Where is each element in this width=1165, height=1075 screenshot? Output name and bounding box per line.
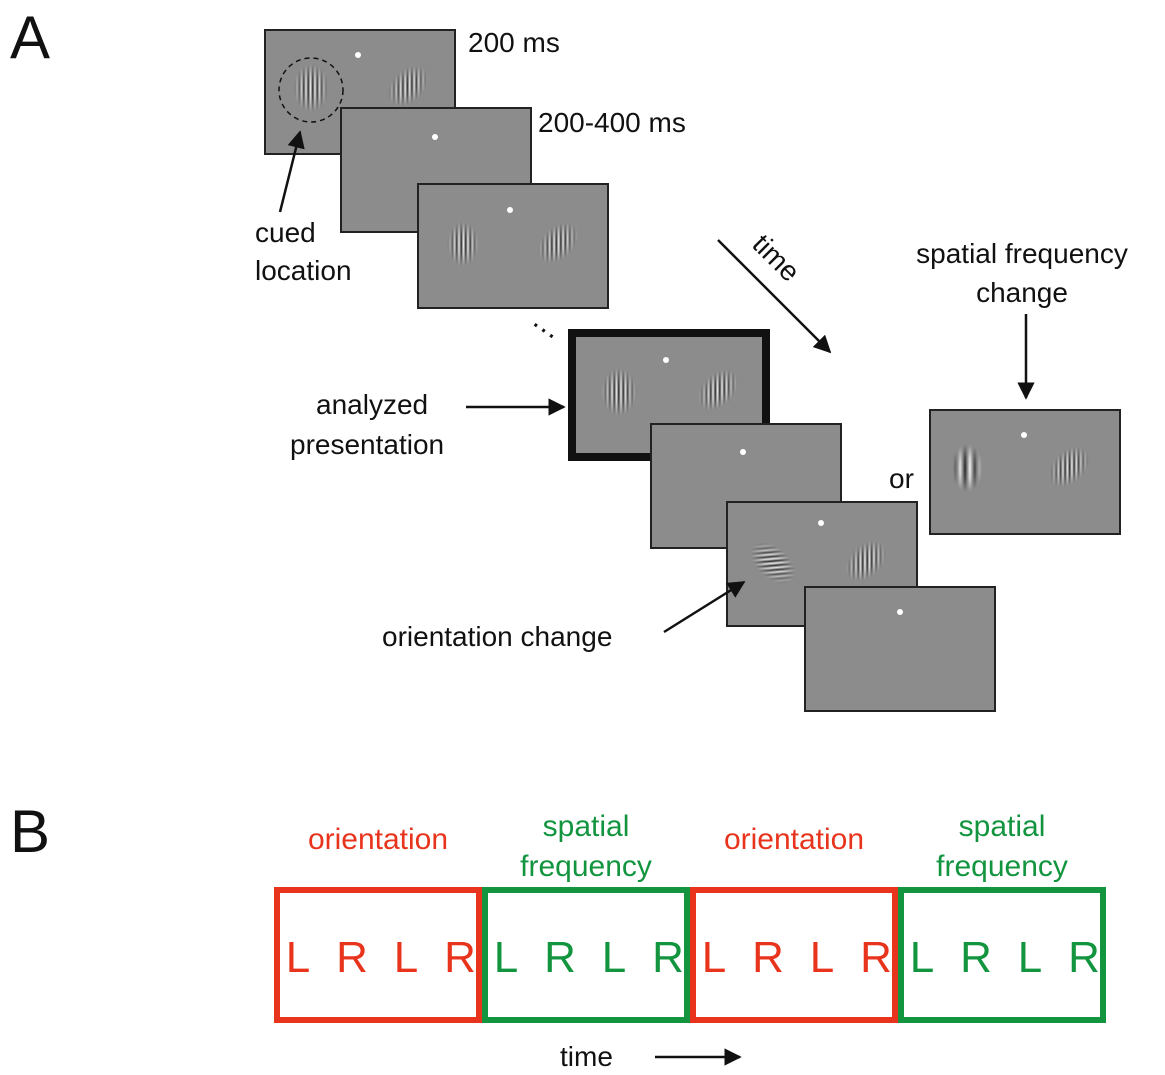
analyzed-label-line1: analyzed xyxy=(316,389,428,420)
fixation-dot xyxy=(897,609,903,615)
trial-left-letter: L xyxy=(286,933,310,982)
gabor-right-diagonal xyxy=(537,222,579,264)
cue-circle xyxy=(278,57,344,123)
trial-right-letter: R xyxy=(752,933,784,982)
gabor-left-rotated xyxy=(750,542,796,584)
gabor-left-vertical xyxy=(447,222,479,266)
trial-right-letter: R xyxy=(336,933,368,982)
cued-location-label-line2: location xyxy=(255,255,352,286)
trial-right-letter: R xyxy=(960,933,992,982)
fixation-dot xyxy=(1021,432,1027,438)
block-header-text: orientation xyxy=(724,823,864,856)
trial-left-letter: L xyxy=(494,933,518,982)
trial-left-letter: L xyxy=(810,933,834,982)
trial-left-letter: L xyxy=(394,933,418,982)
gabor-left-vertical xyxy=(601,368,637,416)
spatial-change-label-line2: change xyxy=(976,277,1068,308)
cued-location-label-line1: cued xyxy=(255,217,316,248)
trial-left-letter: L xyxy=(1018,933,1042,982)
trial-left-letter: L xyxy=(702,933,726,982)
block-header-text: spatial xyxy=(959,810,1046,843)
time-label-b: time xyxy=(560,1041,613,1072)
trial-left-letter: L xyxy=(602,933,626,982)
fixation-dot xyxy=(663,357,669,363)
or-label: or xyxy=(889,463,914,494)
orientation-change-arrow xyxy=(663,580,746,634)
timing-first-label: 200 ms xyxy=(468,27,560,58)
panel-a-letter: A xyxy=(10,4,50,71)
block-frame xyxy=(690,887,898,1023)
trial-right-letter: R xyxy=(544,933,576,982)
fixation-dot xyxy=(818,520,824,526)
orientation-change-label: orientation change xyxy=(382,621,612,652)
time-arrow xyxy=(717,239,832,354)
block-header-text: frequency xyxy=(520,850,652,883)
fixation-dot xyxy=(507,207,513,213)
stimulus-frame-spatial-change xyxy=(929,409,1121,535)
trial-right-letter: R xyxy=(652,933,684,982)
cued-location-arrow xyxy=(278,130,305,213)
block-header-text: orientation xyxy=(308,823,448,856)
gabor-right-diagonal xyxy=(845,540,887,582)
stimulus-frame-7 xyxy=(804,586,996,712)
block-header-text: frequency xyxy=(936,850,1068,883)
gabor-right-diagonal xyxy=(1048,446,1090,488)
block-header-text: spatial xyxy=(543,810,630,843)
analyzed-label-line2: presentation xyxy=(290,429,444,460)
trial-left-letter: L xyxy=(910,933,934,982)
gabor-left-low-frequency xyxy=(951,444,983,492)
block-frame xyxy=(274,887,482,1023)
fixation-dot xyxy=(740,449,746,455)
stimulus-frame-3 xyxy=(417,183,609,309)
block-frame xyxy=(482,887,690,1023)
panel-b-letter: B xyxy=(10,798,50,865)
trial-right-letter: R xyxy=(860,933,892,982)
trial-right-letter: R xyxy=(444,933,476,982)
trial-right-letter: R xyxy=(1068,933,1100,982)
gabor-right-diagonal xyxy=(697,369,739,411)
fixation-dot xyxy=(432,134,438,140)
block-frame xyxy=(898,887,1106,1023)
gabor-right-diagonal xyxy=(387,65,429,107)
spatial-change-label-line1: spatial frequency xyxy=(916,238,1128,269)
fixation-dot xyxy=(355,52,361,58)
gabor-left-vertical xyxy=(293,64,329,112)
timing-interval-label: 200-400 ms xyxy=(538,107,686,138)
